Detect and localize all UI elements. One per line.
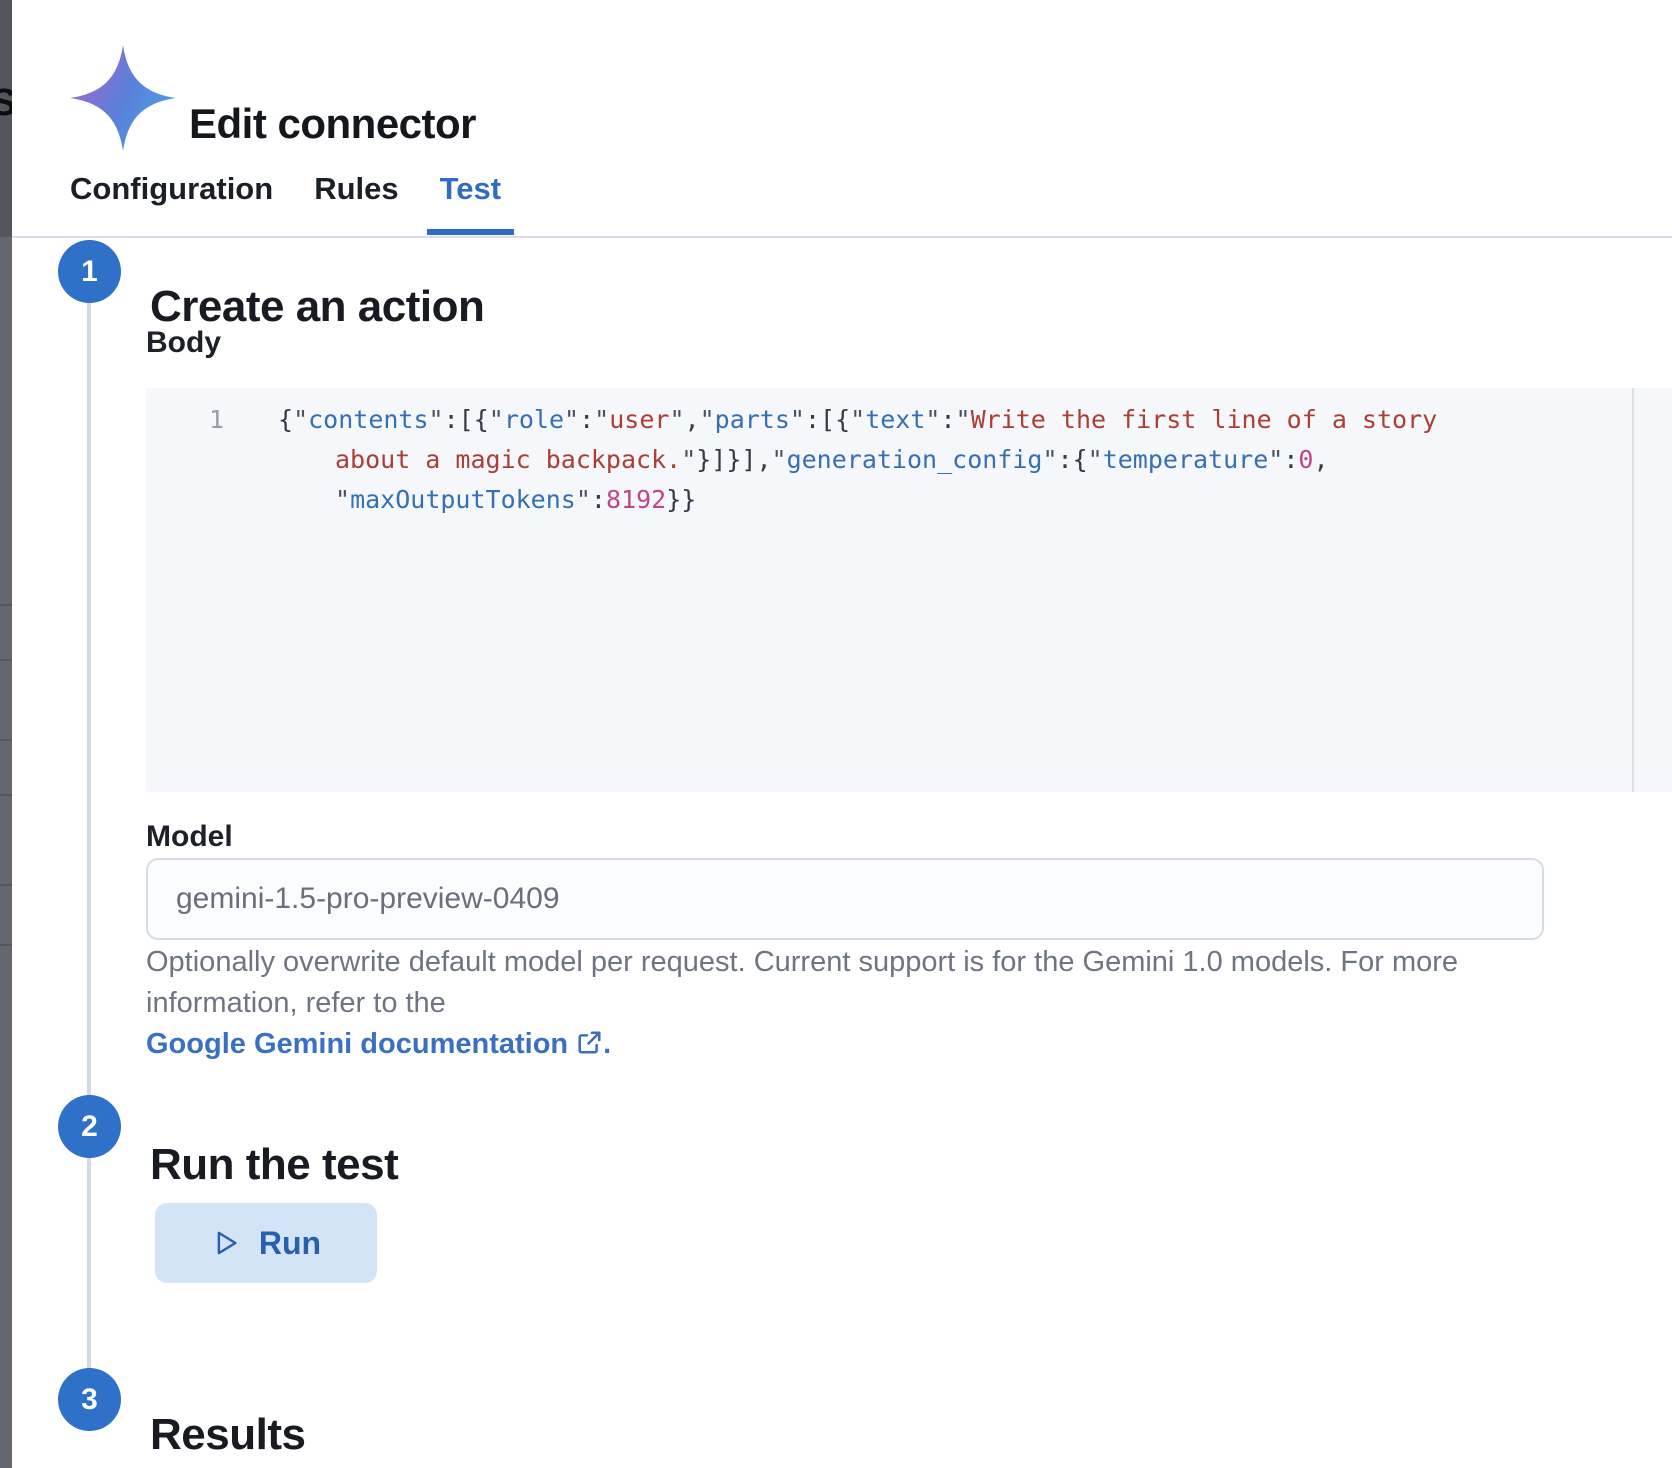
- background-row-divider: [0, 739, 12, 741]
- code-token: :: [579, 405, 595, 434]
- step-3-indicator: 3: [58, 1368, 121, 1431]
- code-token: generation_config: [786, 445, 1043, 474]
- play-icon: [217, 1231, 237, 1255]
- model-label: Model: [146, 820, 233, 853]
- helper-text-line: Optionally overwrite default model per r…: [146, 946, 1459, 1019]
- gemini-docs-link-label: Google Gemini documentation: [146, 1028, 569, 1060]
- gemini-sparkle-icon: [70, 45, 176, 151]
- code-token: temperature: [1102, 445, 1269, 474]
- tab-configuration[interactable]: Configuration: [70, 171, 274, 206]
- code-token: 0: [1298, 445, 1314, 474]
- page-title: Edit connector: [189, 100, 477, 148]
- background-row-divider: [0, 604, 12, 606]
- background-header-block: [0, 0, 12, 237]
- background-row-divider: [0, 884, 12, 886]
- tab-rules[interactable]: Rules: [314, 171, 399, 206]
- step-2-number: 2: [81, 1109, 98, 1143]
- step-1-title: Create an action: [150, 281, 485, 331]
- code-token: {: [278, 405, 294, 434]
- code-line: about a magic backpack."}]}],"generation…: [278, 440, 1612, 480]
- tabs-divider: [12, 236, 1672, 238]
- code-token: ": [428, 405, 444, 434]
- code-content: {"contents":[{"role":"user","parts":[{"t…: [278, 400, 1612, 520]
- code-token: ": [669, 405, 685, 434]
- tab-bar: Configuration Rules Test: [57, 171, 515, 235]
- step-1-indicator: 1: [58, 240, 121, 303]
- external-link-icon: [578, 1031, 601, 1054]
- body-code-editor[interactable]: 1 {"contents":[{"role":"user","parts":[{…: [146, 388, 1672, 792]
- code-token: parts: [714, 405, 790, 434]
- background-row-divider: [0, 659, 12, 661]
- helper-text: Optionally overwrite default model per r…: [146, 942, 1546, 1065]
- code-token: ": [293, 405, 309, 434]
- code-token: }}: [666, 485, 697, 514]
- tab-test[interactable]: Test: [426, 172, 515, 235]
- step-3-title: Results: [150, 1409, 306, 1459]
- code-token: ": [925, 405, 941, 434]
- code-token: ": [789, 405, 805, 434]
- code-token: 8192: [605, 485, 667, 514]
- code-token: text: [865, 405, 926, 434]
- code-token: :[{: [443, 405, 489, 434]
- code-token: ": [771, 445, 787, 474]
- code-token: user: [609, 405, 670, 434]
- helper-suffix: .: [603, 1028, 612, 1060]
- step-2-title: Run the test: [150, 1139, 399, 1189]
- code-token: ": [955, 405, 971, 434]
- background-page-strip: S: [0, 0, 12, 1468]
- line-number: 1: [208, 405, 224, 434]
- code-line: {"contents":[{"role":"user","parts":[{"t…: [278, 400, 1612, 440]
- code-token: ": [1087, 445, 1103, 474]
- code-token: :: [1283, 445, 1299, 474]
- code-token: ,: [684, 405, 700, 434]
- code-token: ": [850, 405, 866, 434]
- code-token: contents: [308, 405, 429, 434]
- code-token: :: [940, 405, 956, 434]
- code-token: ": [1042, 445, 1058, 474]
- code-token: :[{: [804, 405, 851, 434]
- background-partial-letter: S: [0, 84, 12, 122]
- code-token: ": [1268, 445, 1284, 474]
- run-button[interactable]: Run: [155, 1203, 377, 1283]
- code-token: ": [335, 485, 351, 514]
- step-2-indicator: 2: [58, 1095, 121, 1158]
- model-input[interactable]: [146, 858, 1544, 940]
- code-token: maxOutputTokens: [350, 485, 576, 514]
- run-button-label: Run: [258, 1224, 322, 1261]
- code-token: ": [575, 485, 591, 514]
- code-token: :{: [1057, 445, 1088, 474]
- body-label: Body: [146, 326, 221, 359]
- editor-scrollbar[interactable]: [1632, 388, 1634, 792]
- background-row-divider: [0, 944, 12, 946]
- code-token: ": [594, 405, 610, 434]
- gemini-docs-link[interactable]: Google Gemini documentation.: [146, 1028, 611, 1060]
- step-3-number: 3: [81, 1382, 98, 1416]
- code-token: about a magic backpack.: [335, 445, 682, 474]
- steps-connector-line: [87, 272, 91, 1400]
- code-token: :: [590, 485, 606, 514]
- code-token: Write the first line of a story: [970, 405, 1438, 434]
- code-token: role: [503, 405, 565, 434]
- code-token: ": [564, 405, 580, 434]
- code-token: ,: [1313, 445, 1329, 474]
- code-token: ": [488, 405, 504, 434]
- step-1-number: 1: [81, 254, 98, 288]
- code-line: "maxOutputTokens":8192}}: [278, 480, 1612, 520]
- code-token: }]}],: [696, 445, 772, 474]
- background-row-divider: [0, 794, 12, 796]
- code-token: ": [699, 405, 715, 434]
- code-token: ": [681, 445, 697, 474]
